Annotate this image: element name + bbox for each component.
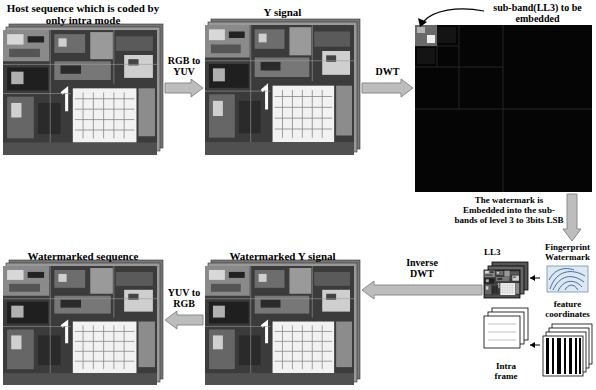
image-panel: Watermarked sequence xyxy=(3,250,163,385)
edge-label: Inverse DWT xyxy=(399,257,445,279)
block-arrow xyxy=(362,281,482,299)
panel-heading: Watermarked Y signal xyxy=(205,250,360,262)
image-panel: sub-band(LL3) to be embedded xyxy=(415,2,592,192)
image-panel: feature coordinates xyxy=(542,300,593,382)
panel-heading: sub-band(LL3) to be embedded xyxy=(483,2,592,24)
panel-heading: Host sequence which is coded by only int… xyxy=(3,2,163,26)
image-panel: Watermarked Y signal xyxy=(205,250,360,385)
panel-heading: feature coordinates xyxy=(542,300,593,320)
edge-label: DWT xyxy=(368,66,408,77)
edge-label: RGB to YUV xyxy=(167,55,201,77)
image-panel: Host sequence which is coded by only int… xyxy=(3,2,163,155)
thin-arrow xyxy=(530,275,540,281)
thin-arrow xyxy=(530,342,540,348)
image-panel: Fingerprint Watermark xyxy=(542,243,593,293)
panel-heading: Intra frame xyxy=(484,362,528,382)
image-panel: Intra frame xyxy=(484,306,528,382)
edge-label: The watermark is Embedded into the sub-b… xyxy=(454,196,564,226)
panel-heading: LL3 xyxy=(484,248,528,258)
panel-heading: Y signal xyxy=(205,6,360,18)
block-arrow xyxy=(563,194,581,241)
edge-label: YUV to RGB xyxy=(167,287,201,309)
block-arrow xyxy=(362,79,413,97)
block-arrow xyxy=(165,311,203,329)
block-arrow xyxy=(165,79,203,97)
image-panel: Y signal xyxy=(205,2,360,155)
panel-heading: Fingerprint Watermark xyxy=(542,243,593,263)
panel-heading: Watermarked sequence xyxy=(3,250,163,262)
image-panel: LL3 xyxy=(484,248,528,300)
